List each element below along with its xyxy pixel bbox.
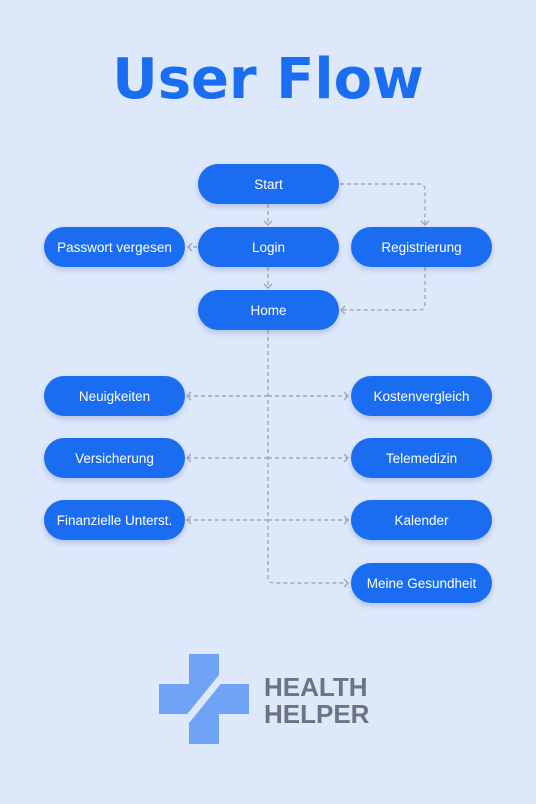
node-passwort-vergesen[interactable]: Passwort vergesen [44,227,185,267]
node-telemedizin[interactable]: Telemedizin [351,438,492,478]
connector-registrierung-home [340,267,426,315]
node-neuigkeiten[interactable]: Neuigkeiten [44,376,185,416]
node-kostenvergleich[interactable]: Kostenvergleich [351,376,492,416]
node-versicherung[interactable]: Versicherung [44,438,185,478]
node-start[interactable]: Start [198,164,339,204]
node-kalender[interactable]: Kalender [351,500,492,540]
node-finanzielle-unterst[interactable]: Finanzielle Unterst. [44,500,185,540]
connector-start-registrierung [340,183,430,226]
node-home[interactable]: Home [198,290,339,330]
node-registrierung[interactable]: Registrierung [351,227,492,267]
logo-line-1: HEALTH [264,672,368,702]
logo-line-2: HELPER [264,699,370,729]
node-meine-gesundheit[interactable]: Meine Gesundheit [351,563,492,603]
health-cross-icon [159,654,249,744]
connector-home-trunk [267,330,349,588]
page-title: User Flow [112,47,424,112]
node-login[interactable]: Login [198,227,339,267]
logo-text: HEALTH HELPER [264,674,369,728]
